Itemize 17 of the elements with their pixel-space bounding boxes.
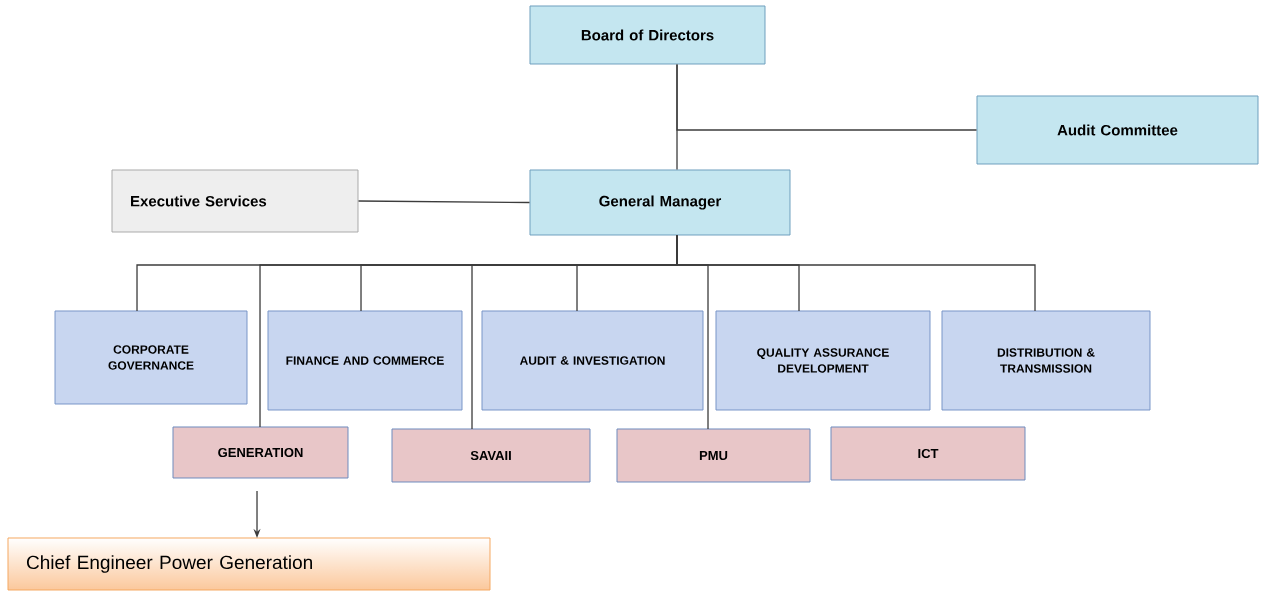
department-box: DISTRIBUTION & TRANSMISSION: [941, 310, 1151, 411]
org-box: Executive Services: [111, 169, 359, 233]
department-box: AUDIT & INVESTIGATION: [481, 310, 704, 411]
org-box: General Manager: [529, 169, 791, 236]
unit-box: ICT: [830, 426, 1026, 481]
connector: [676, 63, 978, 131]
org-box: Board of Directors: [529, 5, 766, 65]
unit-box: GENERATION: [172, 426, 349, 479]
department-box: FINANCE AND COMMERCE: [267, 310, 463, 411]
connector: [357, 200, 531, 204]
org-box: Audit Committee: [976, 95, 1259, 165]
position-box: Chief Engineer Power Generation: [7, 537, 491, 591]
unit-box: PMU: [616, 428, 811, 483]
department-box: QUALITY ASSURANCE DEVELOPMENT: [715, 310, 931, 411]
department-box: CORPORATE GOVERNANCE: [54, 310, 248, 405]
unit-box: SAVAII: [391, 428, 591, 483]
connector: [676, 234, 1036, 312]
